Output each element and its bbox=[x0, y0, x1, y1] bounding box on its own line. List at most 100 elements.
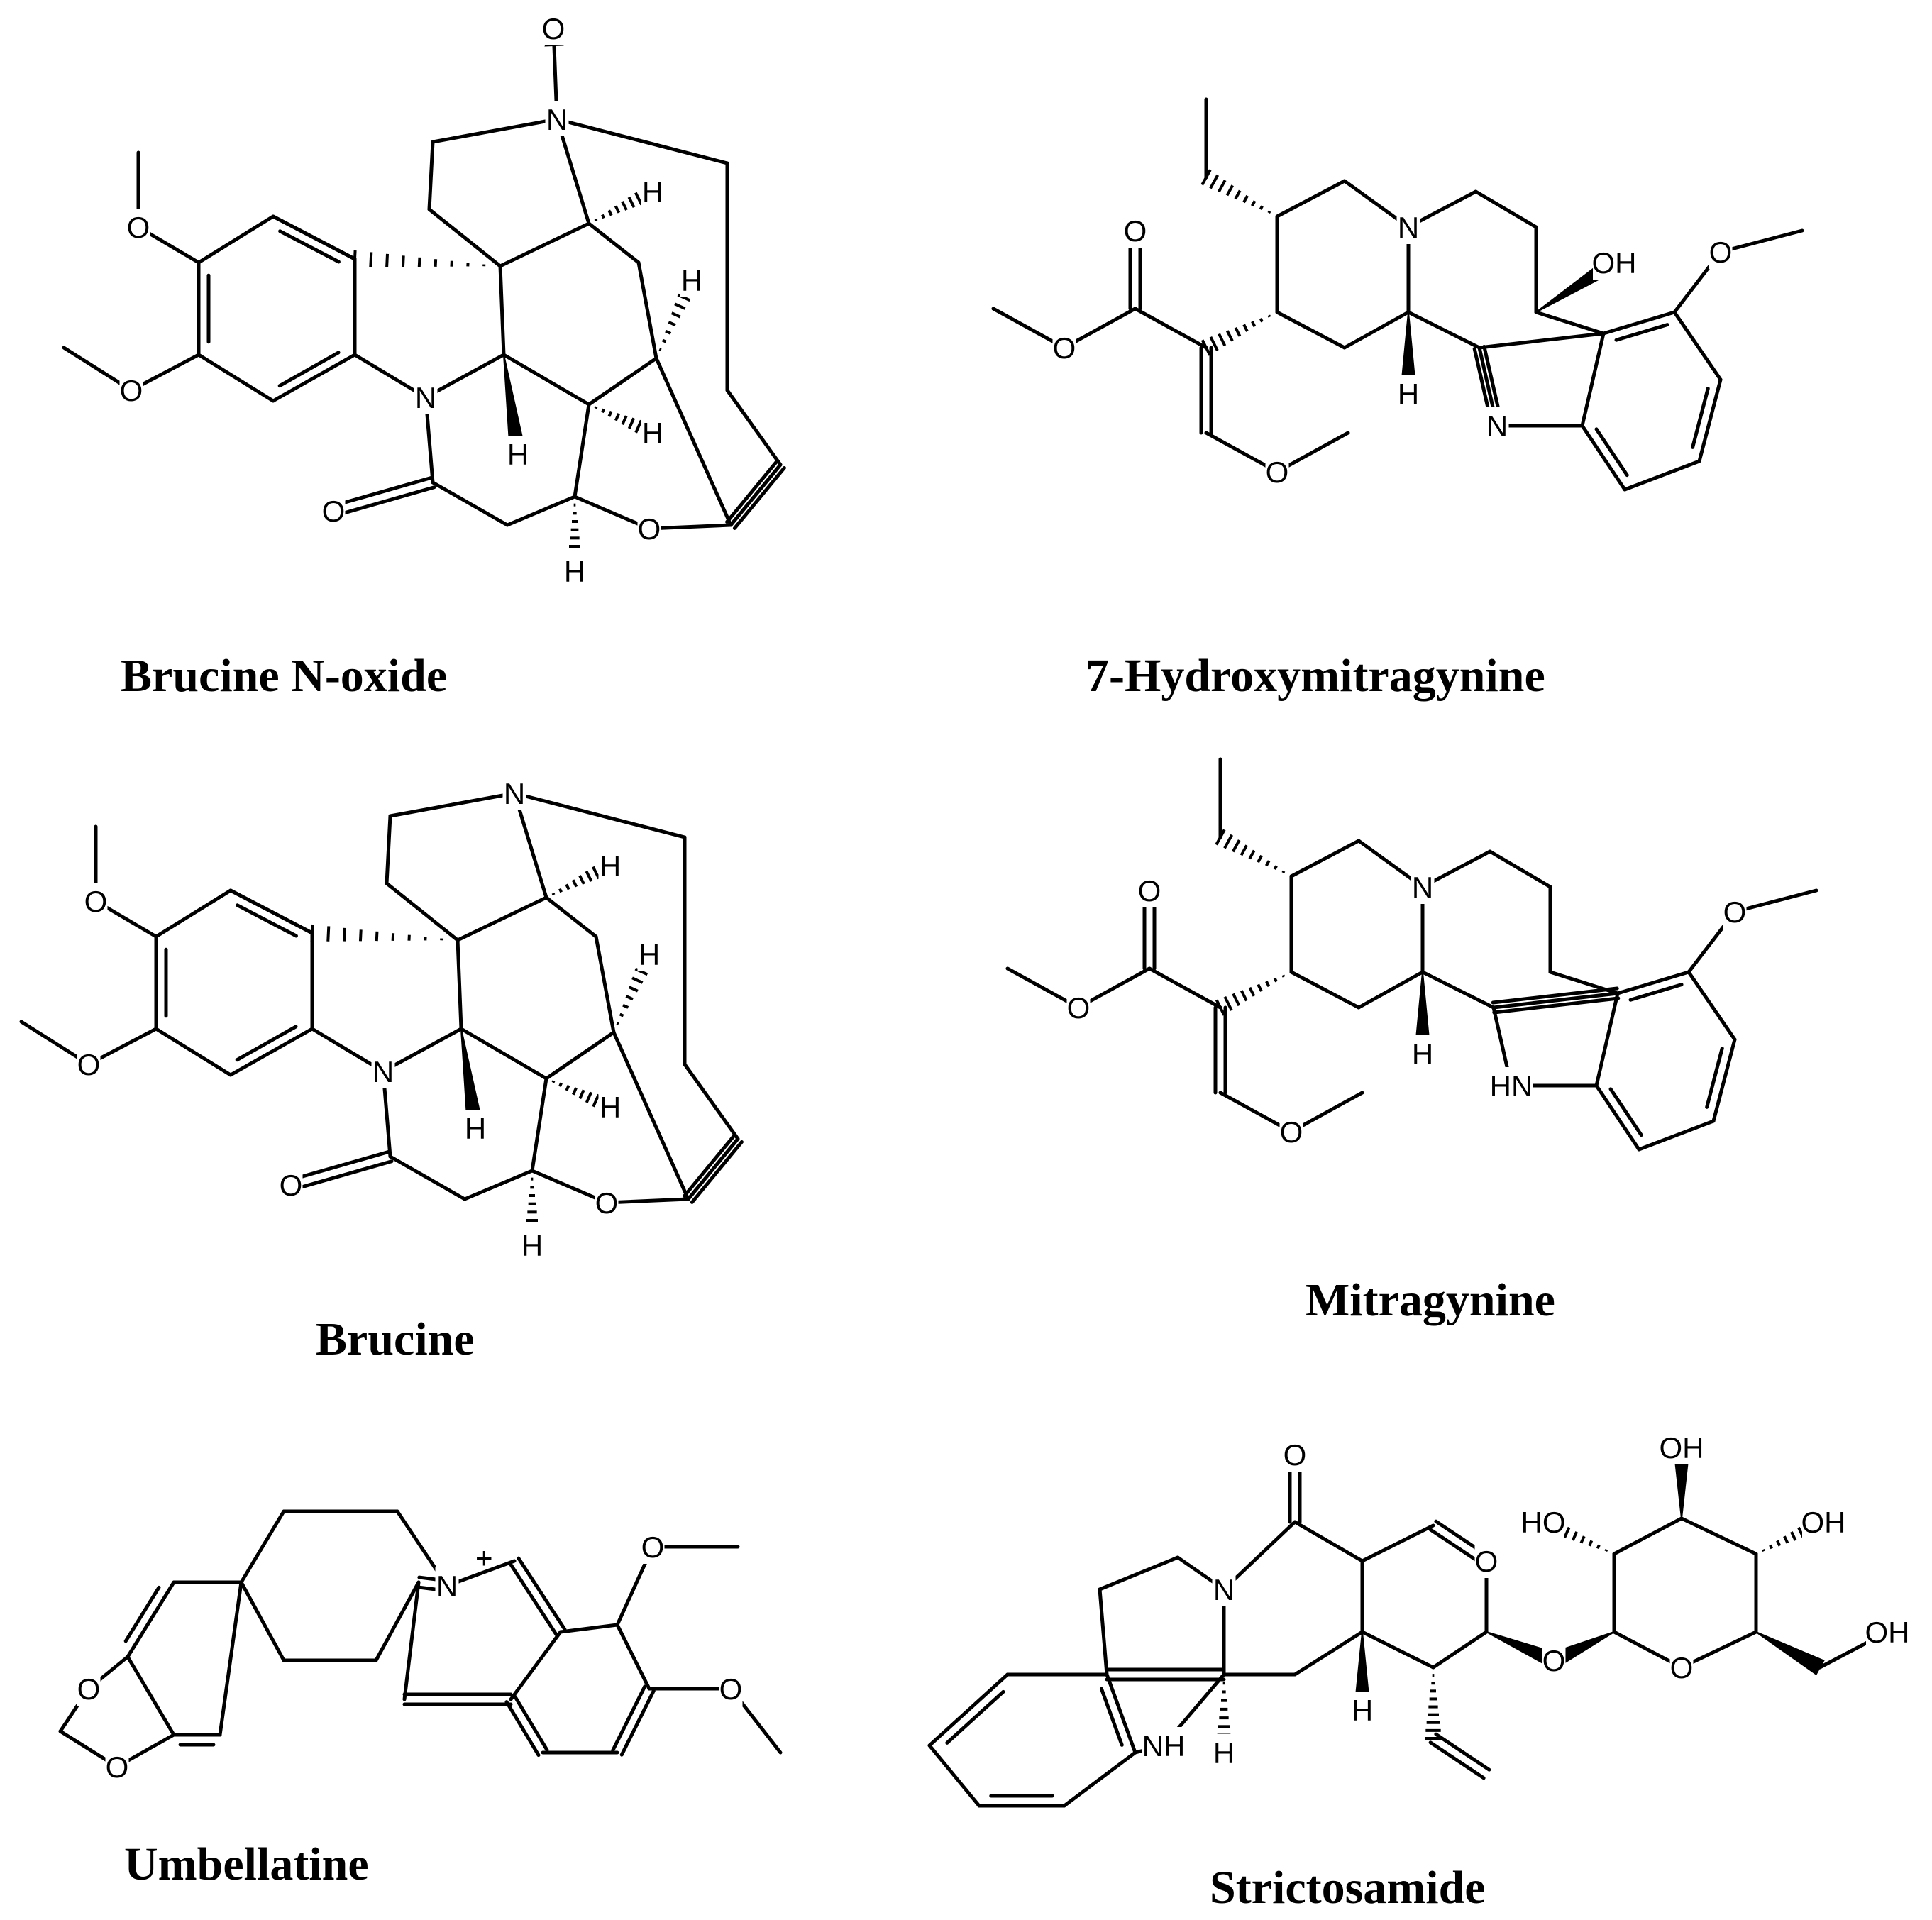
m3-hashed-bond bbox=[1273, 977, 1278, 983]
m0-bond bbox=[725, 388, 783, 467]
m0-bond bbox=[431, 480, 509, 527]
m4-bond bbox=[374, 1580, 421, 1662]
m5-atom-mask bbox=[1669, 1649, 1694, 1684]
m5-atom-mask bbox=[1522, 1504, 1564, 1539]
m3-atom-mask bbox=[1490, 1067, 1533, 1103]
m2-atom-mask bbox=[502, 775, 526, 810]
m4-double-bond bbox=[611, 1684, 647, 1753]
m0-hashed-bond bbox=[634, 419, 643, 434]
m0-hashed-bond bbox=[601, 408, 605, 414]
m3-bond bbox=[1594, 991, 1620, 1088]
m0-atom-mask bbox=[126, 209, 150, 244]
m3-atom-mask bbox=[1411, 868, 1435, 904]
m1-bond bbox=[1406, 310, 1481, 350]
m0-aromatic-bond bbox=[271, 214, 357, 261]
m1-atom-label: H bbox=[1398, 377, 1419, 411]
m1-bond bbox=[1275, 179, 1347, 219]
m3-double-bond bbox=[1491, 986, 1619, 1005]
m5-hashed-bond bbox=[1571, 1531, 1579, 1541]
m0-atom-label: O bbox=[542, 12, 565, 45]
m5-bond bbox=[1679, 1630, 1758, 1670]
m5-bond bbox=[1360, 1523, 1435, 1563]
m0-bond bbox=[555, 117, 591, 226]
m5-atom-mask bbox=[1542, 1642, 1566, 1677]
m4-atom-mask bbox=[719, 1670, 743, 1706]
m1-bond bbox=[1623, 459, 1701, 492]
m3-bond bbox=[1420, 970, 1496, 1010]
m2-bond bbox=[530, 1169, 609, 1205]
m3-bond bbox=[1005, 966, 1081, 1010]
m0-hashed-bond bbox=[601, 214, 605, 219]
m4-double-bond bbox=[508, 1562, 558, 1637]
m0-atom-label: O bbox=[638, 512, 661, 546]
m0-hashed-bond bbox=[668, 321, 676, 327]
m0-hashed-bond bbox=[658, 348, 662, 352]
m2-hashed-bond bbox=[592, 1093, 600, 1108]
m5-hashed-bond bbox=[1790, 1531, 1797, 1541]
m1-hashed-bond bbox=[1259, 317, 1264, 323]
m4-bond bbox=[239, 1509, 286, 1584]
m2-aromatic-bond bbox=[228, 1027, 314, 1077]
m3-aromatic-bond bbox=[1628, 983, 1684, 1002]
m1-bond bbox=[1672, 310, 1723, 382]
m5-bond bbox=[1293, 1520, 1364, 1563]
m3-bond bbox=[1637, 1119, 1716, 1152]
m2-bond bbox=[385, 881, 460, 942]
m1-hashed-bond bbox=[1250, 200, 1257, 207]
m2-bond bbox=[456, 938, 463, 1031]
m0-double-bond bbox=[725, 460, 779, 524]
m0-hashed-bond bbox=[607, 410, 613, 417]
m2-hashed-bond bbox=[558, 1082, 563, 1088]
m0-hashed-bond bbox=[621, 201, 628, 211]
m2-atom-mask bbox=[84, 883, 108, 918]
m0-bond bbox=[647, 523, 733, 531]
m2-hashed-bond bbox=[326, 926, 331, 942]
m1-bond bbox=[1275, 431, 1350, 474]
m4-bond bbox=[402, 1580, 421, 1701]
m3-hashed-bond bbox=[1232, 993, 1241, 1007]
m5-aromatic-bond bbox=[1105, 1672, 1137, 1755]
m3-atom-label: O bbox=[1067, 991, 1091, 1025]
m2-aromatic-bond bbox=[235, 1025, 298, 1062]
m3-hashed-bond bbox=[1257, 854, 1263, 864]
compound-name-brucine: Brucine bbox=[316, 1313, 475, 1365]
m0-atom-mask bbox=[321, 492, 346, 528]
m2-hashed-bond bbox=[622, 1003, 629, 1009]
m1-hashed-bond bbox=[1225, 330, 1234, 342]
m1-hashed-bond bbox=[1217, 180, 1227, 193]
m2-double-bond bbox=[683, 1134, 736, 1198]
m2-atom-mask bbox=[371, 1053, 395, 1088]
m1-bond bbox=[1342, 310, 1411, 350]
m5-hashed-bond bbox=[1769, 1544, 1774, 1550]
m4-double-bond bbox=[504, 1700, 541, 1758]
m2-atom-label: H bbox=[600, 849, 621, 883]
m2-atom-label: H bbox=[639, 938, 660, 971]
m0-bond bbox=[573, 495, 651, 531]
m2-hashed-bond bbox=[631, 976, 644, 984]
m3-atom-mask bbox=[1723, 893, 1747, 929]
m0-hashed-bond bbox=[417, 257, 421, 267]
m1-hashed-bond bbox=[1251, 321, 1257, 328]
m0-double-bond bbox=[333, 485, 436, 518]
m2-atom-mask bbox=[279, 1166, 303, 1202]
m1-hashed-bond bbox=[1218, 333, 1227, 347]
m2-hashed-bond bbox=[592, 866, 600, 880]
m5-bond bbox=[1431, 1630, 1489, 1670]
m5-atom-mask bbox=[1283, 1436, 1307, 1472]
m0-bond bbox=[587, 356, 658, 407]
m4-cation-charge: + bbox=[475, 1541, 493, 1574]
m0-bond bbox=[573, 402, 591, 499]
compound-name-umbellatine: Umbellatine bbox=[124, 1838, 369, 1890]
m0-hashed-bond bbox=[674, 302, 686, 310]
m3-atom-label: HN bbox=[1490, 1069, 1533, 1103]
m4-bond bbox=[218, 1580, 243, 1737]
m2-hashed-bond bbox=[619, 1013, 624, 1017]
m1-hashed-bond bbox=[1242, 324, 1249, 332]
m3-atom-label: O bbox=[1723, 895, 1747, 929]
m3-hashed-bond bbox=[1223, 834, 1234, 849]
m2-hashed-bond bbox=[571, 879, 578, 888]
m5-bond bbox=[927, 1743, 981, 1808]
m2-hashed-bond bbox=[358, 929, 363, 942]
